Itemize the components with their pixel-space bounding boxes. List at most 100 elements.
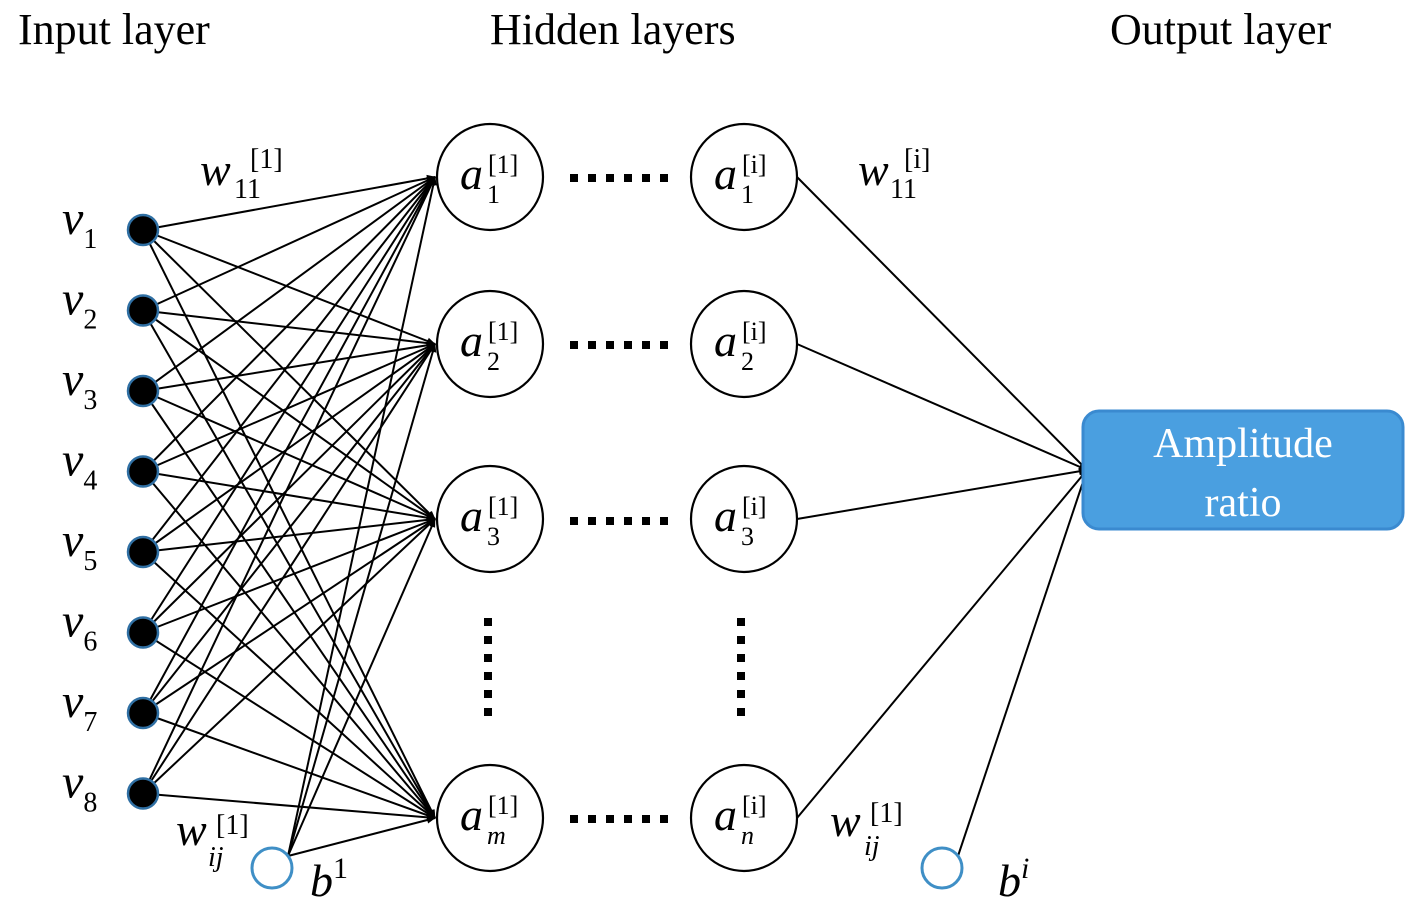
svg-text:[1]: [1] [250, 144, 283, 175]
last-hidden-node-base: a [714, 315, 737, 366]
connection-bias-to-hidden-4 [287, 816, 436, 857]
last-hidden-node-base: a [714, 148, 737, 199]
last-hidden-node-circle [689, 464, 799, 574]
connection-input-4-to-hidden-4 [142, 470, 436, 819]
connection-input-7-to-hidden-4 [142, 712, 436, 819]
last-hidden-node-sup: [i] [742, 791, 767, 820]
connection-input-2-to-hidden-3 [142, 309, 436, 520]
first-hidden-node-1: a[1]1 [435, 122, 545, 232]
connection-input-3-to-hidden-1 [142, 176, 436, 392]
last-hidden-node-sup: [i] [742, 317, 767, 346]
connection-input-7-to-hidden-3 [142, 518, 436, 714]
input-node-3 [126, 374, 160, 408]
input-label-7: v7 [62, 675, 97, 738]
connection-input-3-to-hidden-4 [142, 390, 436, 819]
connection-input-3-to-hidden-2 [142, 341, 436, 392]
last-hidden-node-sub: 1 [741, 180, 754, 209]
input-node-7 [126, 696, 160, 730]
input-label-2: v2 [62, 273, 97, 336]
last-hidden-layer-nodes: a[i]1a[i]2a[i]3a[i]n [689, 122, 799, 873]
first-hidden-node-sub: m [487, 821, 506, 850]
last-hidden-node-3: a[i]3 [689, 464, 799, 574]
connection-input-6-to-hidden-4 [142, 631, 436, 819]
last-hidden-node-2: a[i]2 [689, 289, 799, 399]
connection-input-8-to-hidden-4 [142, 792, 436, 821]
connection-input-1-to-hidden-2 [142, 229, 436, 345]
connection-input-7-to-hidden-2 [142, 343, 436, 714]
first-hidden-node-4: a[1]m [435, 763, 545, 873]
input-node-6 [126, 616, 160, 649]
first-hidden-node-3: a[1]3 [435, 464, 545, 574]
connection-bias-to-output [957, 469, 1088, 857]
last-hidden-node-circle [689, 122, 799, 232]
first-hidden-node-base: a [460, 490, 483, 541]
output-label-line2: ratio [1205, 480, 1282, 526]
first-hidden-node-base: a [460, 148, 483, 199]
connection-input-5-to-hidden-1 [142, 176, 436, 553]
connection-input-8-to-hidden-1 [142, 176, 436, 794]
svg-text:11: 11 [890, 174, 917, 205]
first-hidden-node-circle [435, 122, 545, 232]
last-hidden-node-base: a [714, 789, 737, 840]
connection-input-2-to-hidden-1 [142, 176, 436, 312]
bias-label-first: b1 [310, 852, 348, 906]
connection-input-6-to-hidden-1 [142, 176, 436, 634]
connection-input-4-to-hidden-2 [142, 343, 436, 473]
first-hidden-layer-nodes: a[1]1a[1]2a[1]3a[1]m [435, 122, 545, 873]
input-label-1: v1 [62, 192, 97, 255]
input-node-5 [126, 535, 160, 569]
input-node-8 [126, 777, 160, 810]
last-hidden-node-sub: 3 [741, 522, 754, 551]
connection-input-4-to-hidden-1 [142, 176, 436, 473]
output-label-line1: Amplitude [1153, 421, 1333, 467]
input-node-4 [126, 455, 160, 488]
svg-text:[1]: [1] [216, 810, 249, 841]
bias-node-last [920, 846, 964, 890]
connection-input-1-to-hidden-4 [142, 229, 436, 819]
last-hidden-node-circle [689, 763, 799, 873]
vertical-ellipsis-last-hidden [737, 618, 745, 716]
connection-hidden-2-to-output [796, 343, 1088, 471]
first-hidden-node-base: a [460, 315, 483, 366]
svg-text:w: w [830, 795, 861, 846]
connection-input-2-to-hidden-2 [142, 309, 436, 347]
last-hidden-node-sup: [i] [742, 492, 767, 521]
last-hidden-node-base: a [714, 490, 737, 541]
input-label-4: v4 [62, 434, 97, 497]
weight-label-wij-last: w [1] ij [830, 795, 903, 862]
first-hidden-node-sup: [1] [488, 150, 518, 179]
hidden-to-output-connections [796, 176, 1088, 857]
connection-input-7-to-hidden-1 [142, 176, 436, 714]
svg-text:[1]: [1] [870, 798, 903, 829]
horizontal-ellipsis-row-3 [570, 517, 668, 525]
first-hidden-node-2: a[1]2 [435, 289, 545, 399]
input-label-8: v8 [62, 756, 97, 819]
svg-text:ij: ij [864, 831, 880, 862]
connection-input-3-to-hidden-3 [142, 390, 436, 520]
last-hidden-node-circle [689, 289, 799, 399]
horizontal-ellipsis-row-4 [570, 815, 668, 823]
first-hidden-node-sub: 3 [487, 522, 500, 551]
first-hidden-node-sub: 2 [487, 347, 500, 376]
bias-node-first [250, 846, 294, 890]
connection-input-8-to-hidden-3 [142, 518, 436, 795]
first-hidden-node-base: a [460, 789, 483, 840]
connection-input-6-to-hidden-3 [142, 518, 436, 634]
last-hidden-node-1: a[i]1 [689, 122, 799, 232]
output-box [1081, 409, 1405, 531]
connection-input-1-to-hidden-3 [142, 229, 436, 520]
input-label-6: v6 [62, 595, 97, 658]
input-to-hidden-connections [142, 174, 437, 857]
svg-text:w: w [200, 144, 231, 195]
connection-input-2-to-hidden-4 [142, 310, 436, 819]
connection-hidden-1-to-output [796, 176, 1088, 471]
bias-label-last: bi [998, 852, 1029, 906]
last-hidden-node-sub: n [741, 821, 754, 850]
connection-input-6-to-hidden-2 [142, 343, 436, 634]
first-hidden-node-circle [435, 763, 545, 873]
output-node: Amplitude ratio [1081, 409, 1405, 531]
connection-hidden-4-to-output [796, 469, 1088, 819]
svg-text:11: 11 [234, 174, 261, 205]
